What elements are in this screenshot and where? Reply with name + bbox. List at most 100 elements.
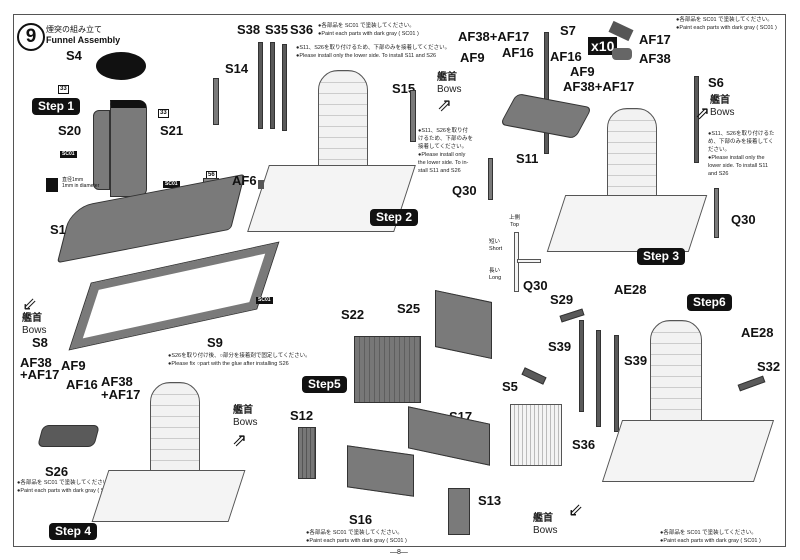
af38-part [612, 48, 632, 60]
af6-part [258, 180, 264, 189]
label-af38-af17-top: AF38+AF17 [458, 29, 530, 44]
paint-note-step4: ●各部品を SC01 で塗装してください。●Paint each parts w… [17, 480, 118, 494]
bows-arrow-icon: ⇙ [568, 500, 584, 520]
paint-note-step3: ●各部品を SC01 で塗装してください。●Paint each parts w… [676, 17, 777, 31]
lower-note-step3: ●S11、S26を取り付けるため、下部のみを接着してください。 ●Please … [708, 131, 775, 177]
label-af38: AF38 [639, 51, 671, 66]
q30-left-part [488, 158, 493, 200]
step5-badge: Step5 [302, 376, 347, 394]
s36-rod [282, 44, 287, 131]
step4-badge: Step 4 [49, 523, 98, 541]
bows-arrow-icon: ⇗ [232, 430, 248, 450]
s35-rod [270, 42, 275, 129]
label-s5: S5 [502, 379, 518, 394]
paint-note-step2: ●各部品を SC01 で塗装してください。●Paint each parts w… [318, 23, 419, 37]
step1-badge: Step 1 [32, 98, 81, 116]
label-af9-top-left: AF9 [460, 50, 485, 65]
label-s22: S22 [341, 307, 365, 322]
drill-icon [46, 178, 58, 192]
label-af9-step4: AF9 [61, 358, 86, 373]
s13-part [448, 488, 470, 535]
label-s39-right: S39 [624, 353, 648, 368]
s22-assembly-step6 [510, 404, 562, 466]
s39-rod-3 [614, 335, 619, 432]
s15-part [410, 90, 416, 142]
label-q30-left: Q30 [452, 183, 477, 198]
step6-badge: Step6 [687, 294, 732, 312]
lower-note-s15: ●S11、S26を取り付けるため、下部のみを接着してください。 ●Please … [418, 128, 474, 174]
deck-base-step6 [601, 420, 775, 482]
page-number: —8— [390, 549, 408, 556]
label-af38-af17-right: AF38+AF17 [563, 79, 635, 94]
label-af38-step4: AF38 [20, 355, 52, 370]
label-s36: S36 [290, 22, 314, 37]
label-s1: S1 [50, 222, 66, 237]
label-s39-left: S39 [548, 339, 572, 354]
paint-badge-frame: SC01 [256, 297, 273, 304]
paint-badge-deck: SC01 [163, 181, 180, 188]
glue-note: ●S26を取り付け後、○部分を接着剤で固定してください。●Please fix … [168, 353, 311, 367]
label-s25: S25 [397, 301, 421, 316]
label-s16: S16 [349, 512, 373, 527]
label-q30-right: Q30 [731, 212, 756, 227]
label-af17-plus-step4: +AF17 [20, 367, 60, 382]
label-s29: S29 [550, 292, 574, 307]
label-s35: S35 [265, 22, 289, 37]
label-s26: S26 [45, 464, 69, 479]
paint-note-step6: ●各部品を SC01 で塗装してください。●Paint each parts w… [660, 530, 761, 544]
label-af16-top-right: AF16 [550, 49, 582, 64]
label-q30-guide: Q30 [523, 278, 548, 293]
multiplier-badge: x10 [588, 37, 618, 55]
label-s8: S8 [32, 335, 48, 350]
funnel-body-step6 [650, 320, 702, 432]
bows-arrow-icon: ⇗ [437, 95, 453, 115]
label-af38-af17-step4b: AF38+AF17 [101, 374, 141, 402]
label-s36-step6: S36 [572, 437, 596, 452]
label-s15: S15 [392, 81, 416, 96]
paint-note-step5: ●各部品を SC01 で塗装してください。●Paint each parts w… [306, 530, 407, 544]
label-s38: S38 [237, 22, 261, 37]
s12-part [298, 427, 316, 479]
label-s20: S20 [58, 123, 82, 138]
s21-part [110, 100, 147, 197]
bows-arrow-icon: ⇗ [695, 103, 711, 123]
step2-badge: Step 2 [370, 209, 419, 227]
s39-rod-2 [596, 330, 601, 427]
s4-part [96, 52, 146, 80]
step3-badge: Step 3 [637, 248, 686, 266]
label-ae28-top: AE28 [614, 282, 647, 297]
s14-part [213, 78, 219, 125]
s20-part [93, 110, 110, 190]
s7-mast [544, 32, 549, 154]
label-s7: S7 [560, 23, 576, 38]
bows-arrow-icon: ⇙ [22, 294, 38, 314]
page-frame [13, 14, 786, 547]
q30-guide-arm [517, 259, 541, 263]
label-af17: AF17 [639, 32, 671, 47]
paint-badge-s20: SC01 [60, 151, 77, 158]
s26-platform [37, 425, 100, 447]
q30-right-part [714, 188, 719, 238]
lower-note-step2: ●S11、S26を取り付けるため、下部のみを接着してください。●Please i… [296, 45, 451, 59]
label-af6: AF6 [232, 173, 257, 188]
s6-mast [694, 76, 699, 163]
decal-33-right: 33 [158, 109, 169, 118]
decal-33-left: 33 [58, 85, 69, 94]
label-s32: S32 [757, 359, 781, 374]
label-s12: S12 [290, 408, 314, 423]
step-number-badge: 9 [17, 23, 45, 51]
s38-rod [258, 42, 263, 129]
deck-base-step3 [546, 195, 708, 252]
deck-base-step4 [91, 470, 246, 522]
label-s4: S4 [66, 48, 82, 63]
label-af16-top-left: AF16 [502, 45, 534, 60]
